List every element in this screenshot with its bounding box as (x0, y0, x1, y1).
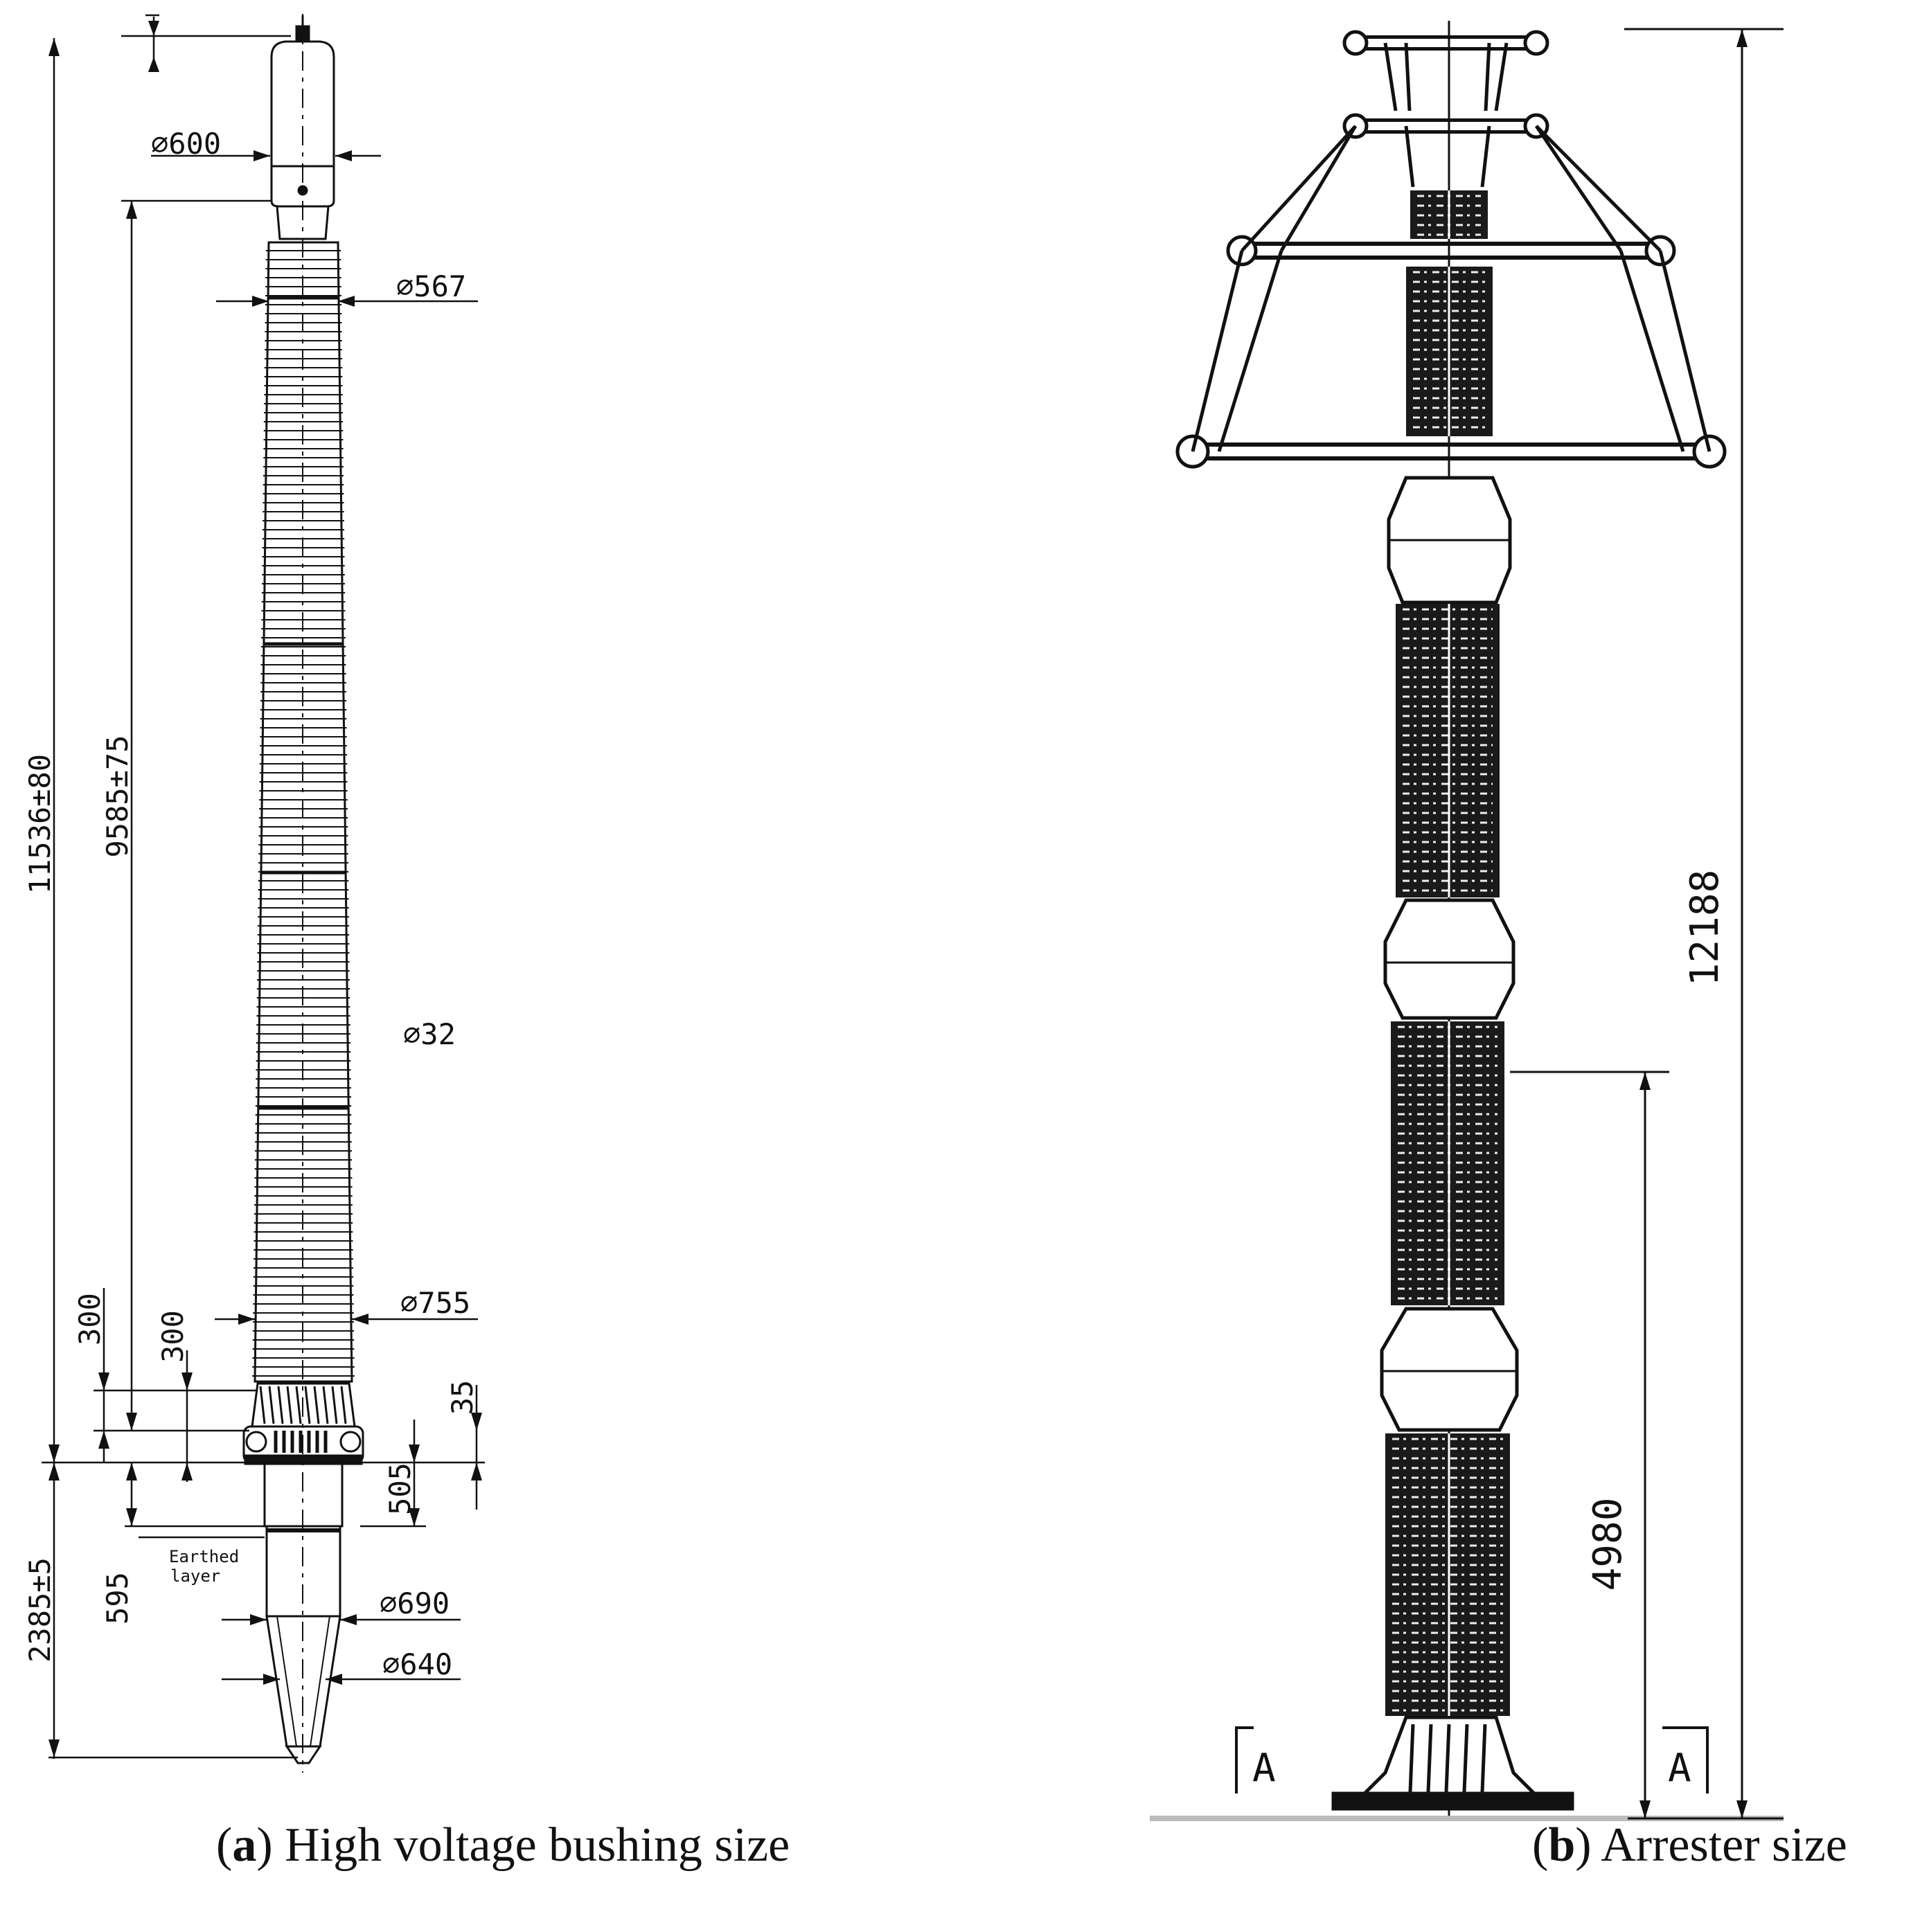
crown-tooth (313, 1386, 320, 1424)
caption-a-letter: a (232, 1818, 257, 1872)
bushing-flange-teeth (259, 1386, 347, 1424)
earthed-layer-label-line1: Earthed (169, 1547, 239, 1566)
bushing-neck (276, 205, 330, 240)
dim-lower-height: 2385±5 (23, 1557, 57, 1663)
crown-tooth (340, 1386, 347, 1424)
dim-dia-567-value: 567 (414, 269, 466, 303)
caption-b: (b) Arrester size (1532, 1818, 1847, 1872)
dim-upper-height: 9585±75 (100, 735, 134, 857)
base-leg (1480, 1724, 1487, 1793)
base-leg (1462, 1724, 1469, 1793)
dim-arrester-lower: 4980 (1585, 1498, 1630, 1591)
dim-dia-640: ∅640 (382, 1647, 452, 1681)
caption-a: (a) High voltage bushing size (216, 1818, 790, 1872)
caption-b-letter: b (1548, 1818, 1576, 1872)
dim-35: 35 (445, 1380, 479, 1415)
svg-text:∅567: ∅567 (396, 269, 466, 303)
base-leg (1444, 1724, 1451, 1793)
base-leg (1408, 1724, 1415, 1793)
caption-b-text: Arrester size (1601, 1818, 1847, 1872)
bushing-flange-ribs (274, 1431, 328, 1453)
svg-text:∅640: ∅640 (382, 1647, 452, 1681)
crown-tooth (331, 1386, 338, 1424)
dim-595: 595 (100, 1572, 134, 1625)
caption-a-text: High voltage bushing size (285, 1818, 790, 1872)
crown-tooth (277, 1386, 284, 1424)
dim-dia-600-value: 600 (168, 127, 221, 161)
arrester-joint-2 (1383, 898, 1515, 1020)
section-label-left: A (1252, 1746, 1276, 1791)
diameter-symbol: ∅ (380, 1586, 397, 1620)
base-leg (1426, 1724, 1433, 1793)
bushing-flange-lug-right (339, 1431, 362, 1453)
dim-dia-600: ∅600 (151, 127, 221, 161)
section-label-right: A (1668, 1746, 1691, 1791)
bushing-drawing (42, 14, 485, 1773)
svg-text:∅690: ∅690 (380, 1586, 450, 1620)
grading-ring-top-left-end (1342, 30, 1369, 56)
arrester-base-plate (1331, 1791, 1574, 1811)
dim-505: 505 (383, 1463, 417, 1515)
dim-dia-32-value: 32 (420, 1017, 456, 1051)
dim-300-right: 300 (156, 1310, 190, 1363)
dim-dia-755-value: 755 (418, 1286, 470, 1320)
section-mark-left (1235, 1726, 1254, 1794)
diameter-symbol: ∅ (151, 127, 168, 161)
diameter-symbol: ∅ (382, 1647, 400, 1681)
grading-ring-top-right-end (1523, 30, 1549, 56)
dim-dia-690-value: 690 (397, 1586, 450, 1620)
svg-text:∅755: ∅755 (400, 1286, 470, 1320)
svg-text:∅32: ∅32 (403, 1017, 456, 1051)
diameter-symbol: ∅ (403, 1017, 420, 1051)
dim-dia-32: ∅32 (403, 1017, 456, 1051)
dim-dia-755: ∅755 (400, 1286, 470, 1320)
dim-arrester-total: 12188 (1682, 870, 1727, 987)
bushing-flange-lug-left (245, 1431, 267, 1453)
dim-dia-690: ∅690 (380, 1586, 450, 1620)
crown-tooth (268, 1386, 275, 1424)
dim-total-height: 11536±80 (23, 754, 57, 894)
arrester-stack (1396, 604, 1500, 897)
dim-dia-640-value: 640 (400, 1647, 452, 1681)
svg-text:∅600: ∅600 (151, 127, 221, 161)
arrester-joint-3 (1380, 1307, 1519, 1432)
earthed-layer-label-line2: layer (170, 1566, 220, 1586)
crown-tooth (286, 1386, 293, 1424)
diameter-symbol: ∅ (396, 269, 414, 303)
arrester-stacks (1385, 190, 1510, 1793)
section-mark-right (1662, 1726, 1709, 1794)
crown-tooth (304, 1386, 311, 1424)
dim-dia-567: ∅567 (396, 269, 466, 303)
crown-tooth (322, 1386, 329, 1424)
bushing-cone-inner-left (276, 1616, 297, 1747)
bushing-cone-inner-right (310, 1616, 330, 1747)
dim-300-left: 300 (73, 1293, 107, 1345)
crown-tooth (259, 1386, 266, 1424)
crown-tooth (295, 1386, 302, 1424)
diameter-symbol: ∅ (400, 1286, 418, 1320)
arrester-drawing (1150, 21, 1784, 1821)
